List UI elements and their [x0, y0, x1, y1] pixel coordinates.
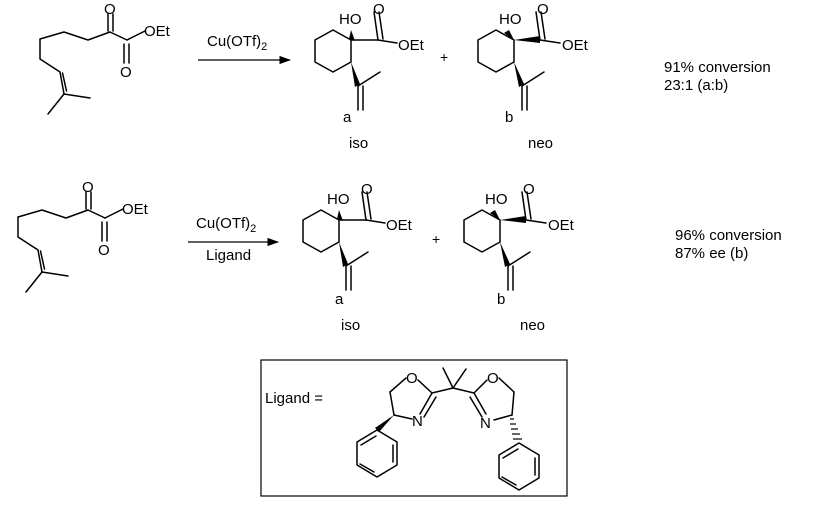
reagent-copper-triflate: Cu(OTf)2 [196, 215, 256, 235]
atom-o: O [82, 179, 94, 196]
plus-sign: + [432, 231, 440, 247]
atom-o: O [487, 370, 499, 387]
atom-o: O [361, 181, 373, 198]
atom-ho: HO [339, 11, 362, 28]
reaction-1: O O OEt Cu(OTf)2 HO O OEt a iso + HO O O… [39, 1, 771, 152]
product-a-letter: a [343, 109, 352, 126]
atom-o: O [523, 181, 535, 198]
atom-n: N [480, 415, 491, 432]
atom-oet: OEt [398, 37, 425, 54]
bisoxazoline-structure [356, 367, 540, 491]
ligand-box: Ligand = [260, 359, 568, 497]
product-b-name: neo [528, 135, 553, 152]
reagent-copper-triflate: Cu(OTf)2 [207, 33, 267, 53]
atom-oet: OEt [144, 23, 171, 40]
atom-ho: HO [485, 191, 508, 208]
result-enantioselectivity: 87% ee (b) [675, 245, 748, 262]
product-a-name: iso [349, 135, 368, 152]
product-a-name: iso [341, 317, 360, 334]
product-b-letter: b [497, 291, 505, 308]
result-conversion: 91% conversion [664, 59, 771, 76]
ligand-label: Ligand = [265, 390, 323, 407]
reaction-2: O O OEt Cu(OTf)2 Ligand HO O OEt a iso +… [17, 179, 782, 334]
atom-o: O [406, 370, 418, 387]
atom-o: O [98, 242, 110, 259]
result-selectivity: 23:1 (a:b) [664, 77, 728, 94]
atom-ho: HO [499, 11, 522, 28]
atom-o: O [120, 64, 132, 81]
atom-oet: OEt [548, 217, 575, 234]
atom-ho: HO [327, 191, 350, 208]
plus-sign: + [440, 49, 448, 65]
product-a-letter: a [335, 291, 344, 308]
atom-o: O [537, 1, 549, 18]
result-conversion: 96% conversion [675, 227, 782, 244]
product-b-letter: b [505, 109, 513, 126]
atom-oet: OEt [562, 37, 589, 54]
product-b-name: neo [520, 317, 545, 334]
atom-oet: OEt [386, 217, 413, 234]
atom-o: O [373, 1, 385, 18]
ligand-frame [260, 359, 568, 497]
reagent-ligand: Ligand [206, 247, 251, 264]
atom-o: O [104, 1, 116, 18]
atom-n: N [412, 413, 423, 430]
atom-oet: OEt [122, 201, 149, 218]
